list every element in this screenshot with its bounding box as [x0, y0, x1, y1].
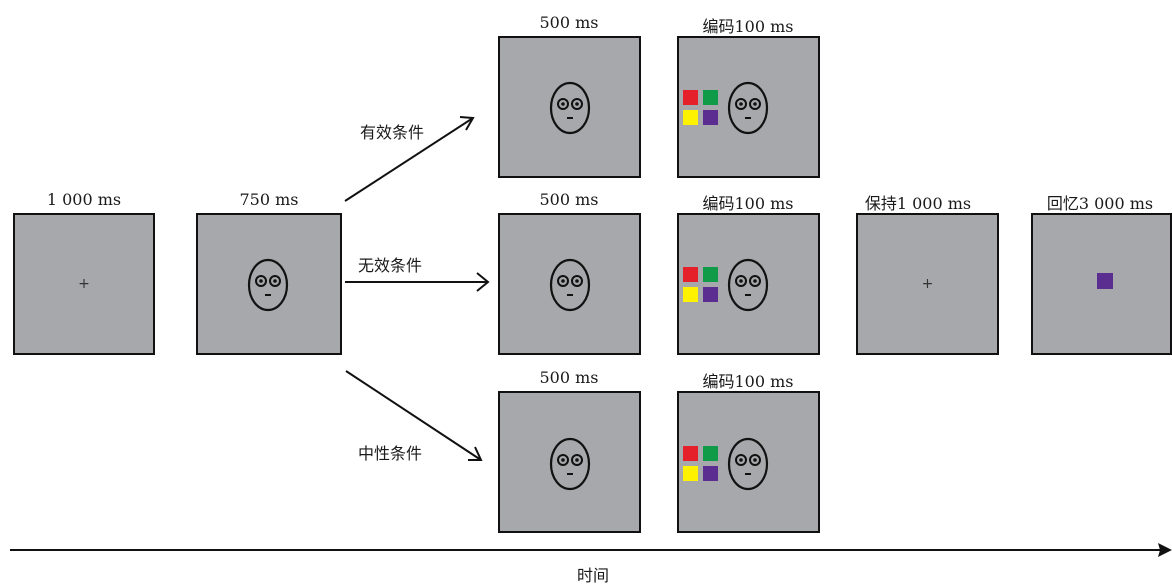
- face-icon: [549, 81, 591, 135]
- color-array-invalid: [683, 267, 718, 302]
- face-icon: [549, 437, 591, 491]
- encode-duration-label-valid: 编码100 ms: [702, 17, 794, 36]
- arrow-neutral: [345, 370, 483, 461]
- recall-probe-square: [1097, 273, 1113, 289]
- timeline-label: 时间: [576, 566, 610, 585]
- target-panel-invalid: [498, 213, 641, 355]
- face-icon: [727, 437, 769, 491]
- arrow-valid: [344, 116, 475, 202]
- target-duration-label-neutral: 500 ms: [539, 368, 599, 387]
- face-icon: [727, 258, 769, 312]
- fixation-panel: +: [13, 213, 155, 355]
- fixation-cross: +: [921, 276, 934, 292]
- recall-duration-label: 回忆3 000 ms: [1046, 194, 1154, 213]
- target-panel-neutral: [498, 391, 641, 533]
- target-duration-label-invalid: 500 ms: [539, 190, 599, 209]
- target-duration-label-valid: 500 ms: [539, 13, 599, 32]
- color-array-valid: [683, 90, 718, 125]
- face-icon: [727, 81, 769, 135]
- maintain-panel: +: [856, 213, 999, 355]
- face-icon: [549, 258, 591, 312]
- fixation-duration-label: 1 000 ms: [46, 190, 122, 209]
- encode-duration-label-invalid: 编码100 ms: [702, 194, 794, 213]
- cue-panel: [196, 213, 342, 355]
- maintain-duration-label: 保持1 000 ms: [864, 194, 972, 213]
- face-icon: [247, 258, 289, 312]
- color-array-neutral: [683, 446, 718, 481]
- condition-label-neutral: 中性条件: [358, 444, 423, 463]
- encode-duration-label-neutral: 编码100 ms: [702, 372, 794, 391]
- time-axis-arrow: [10, 543, 1172, 557]
- condition-label-valid: 有效条件: [360, 123, 425, 142]
- target-panel-valid: [498, 36, 641, 178]
- cue-duration-label: 750 ms: [239, 190, 299, 209]
- encode-panel-neutral: [677, 391, 820, 533]
- encode-panel-invalid: [677, 213, 820, 355]
- condition-label-invalid: 无效条件: [358, 256, 423, 275]
- encode-panel-valid: [677, 36, 820, 178]
- fixation-cross: +: [78, 276, 90, 292]
- arrow-invalid: [345, 272, 490, 292]
